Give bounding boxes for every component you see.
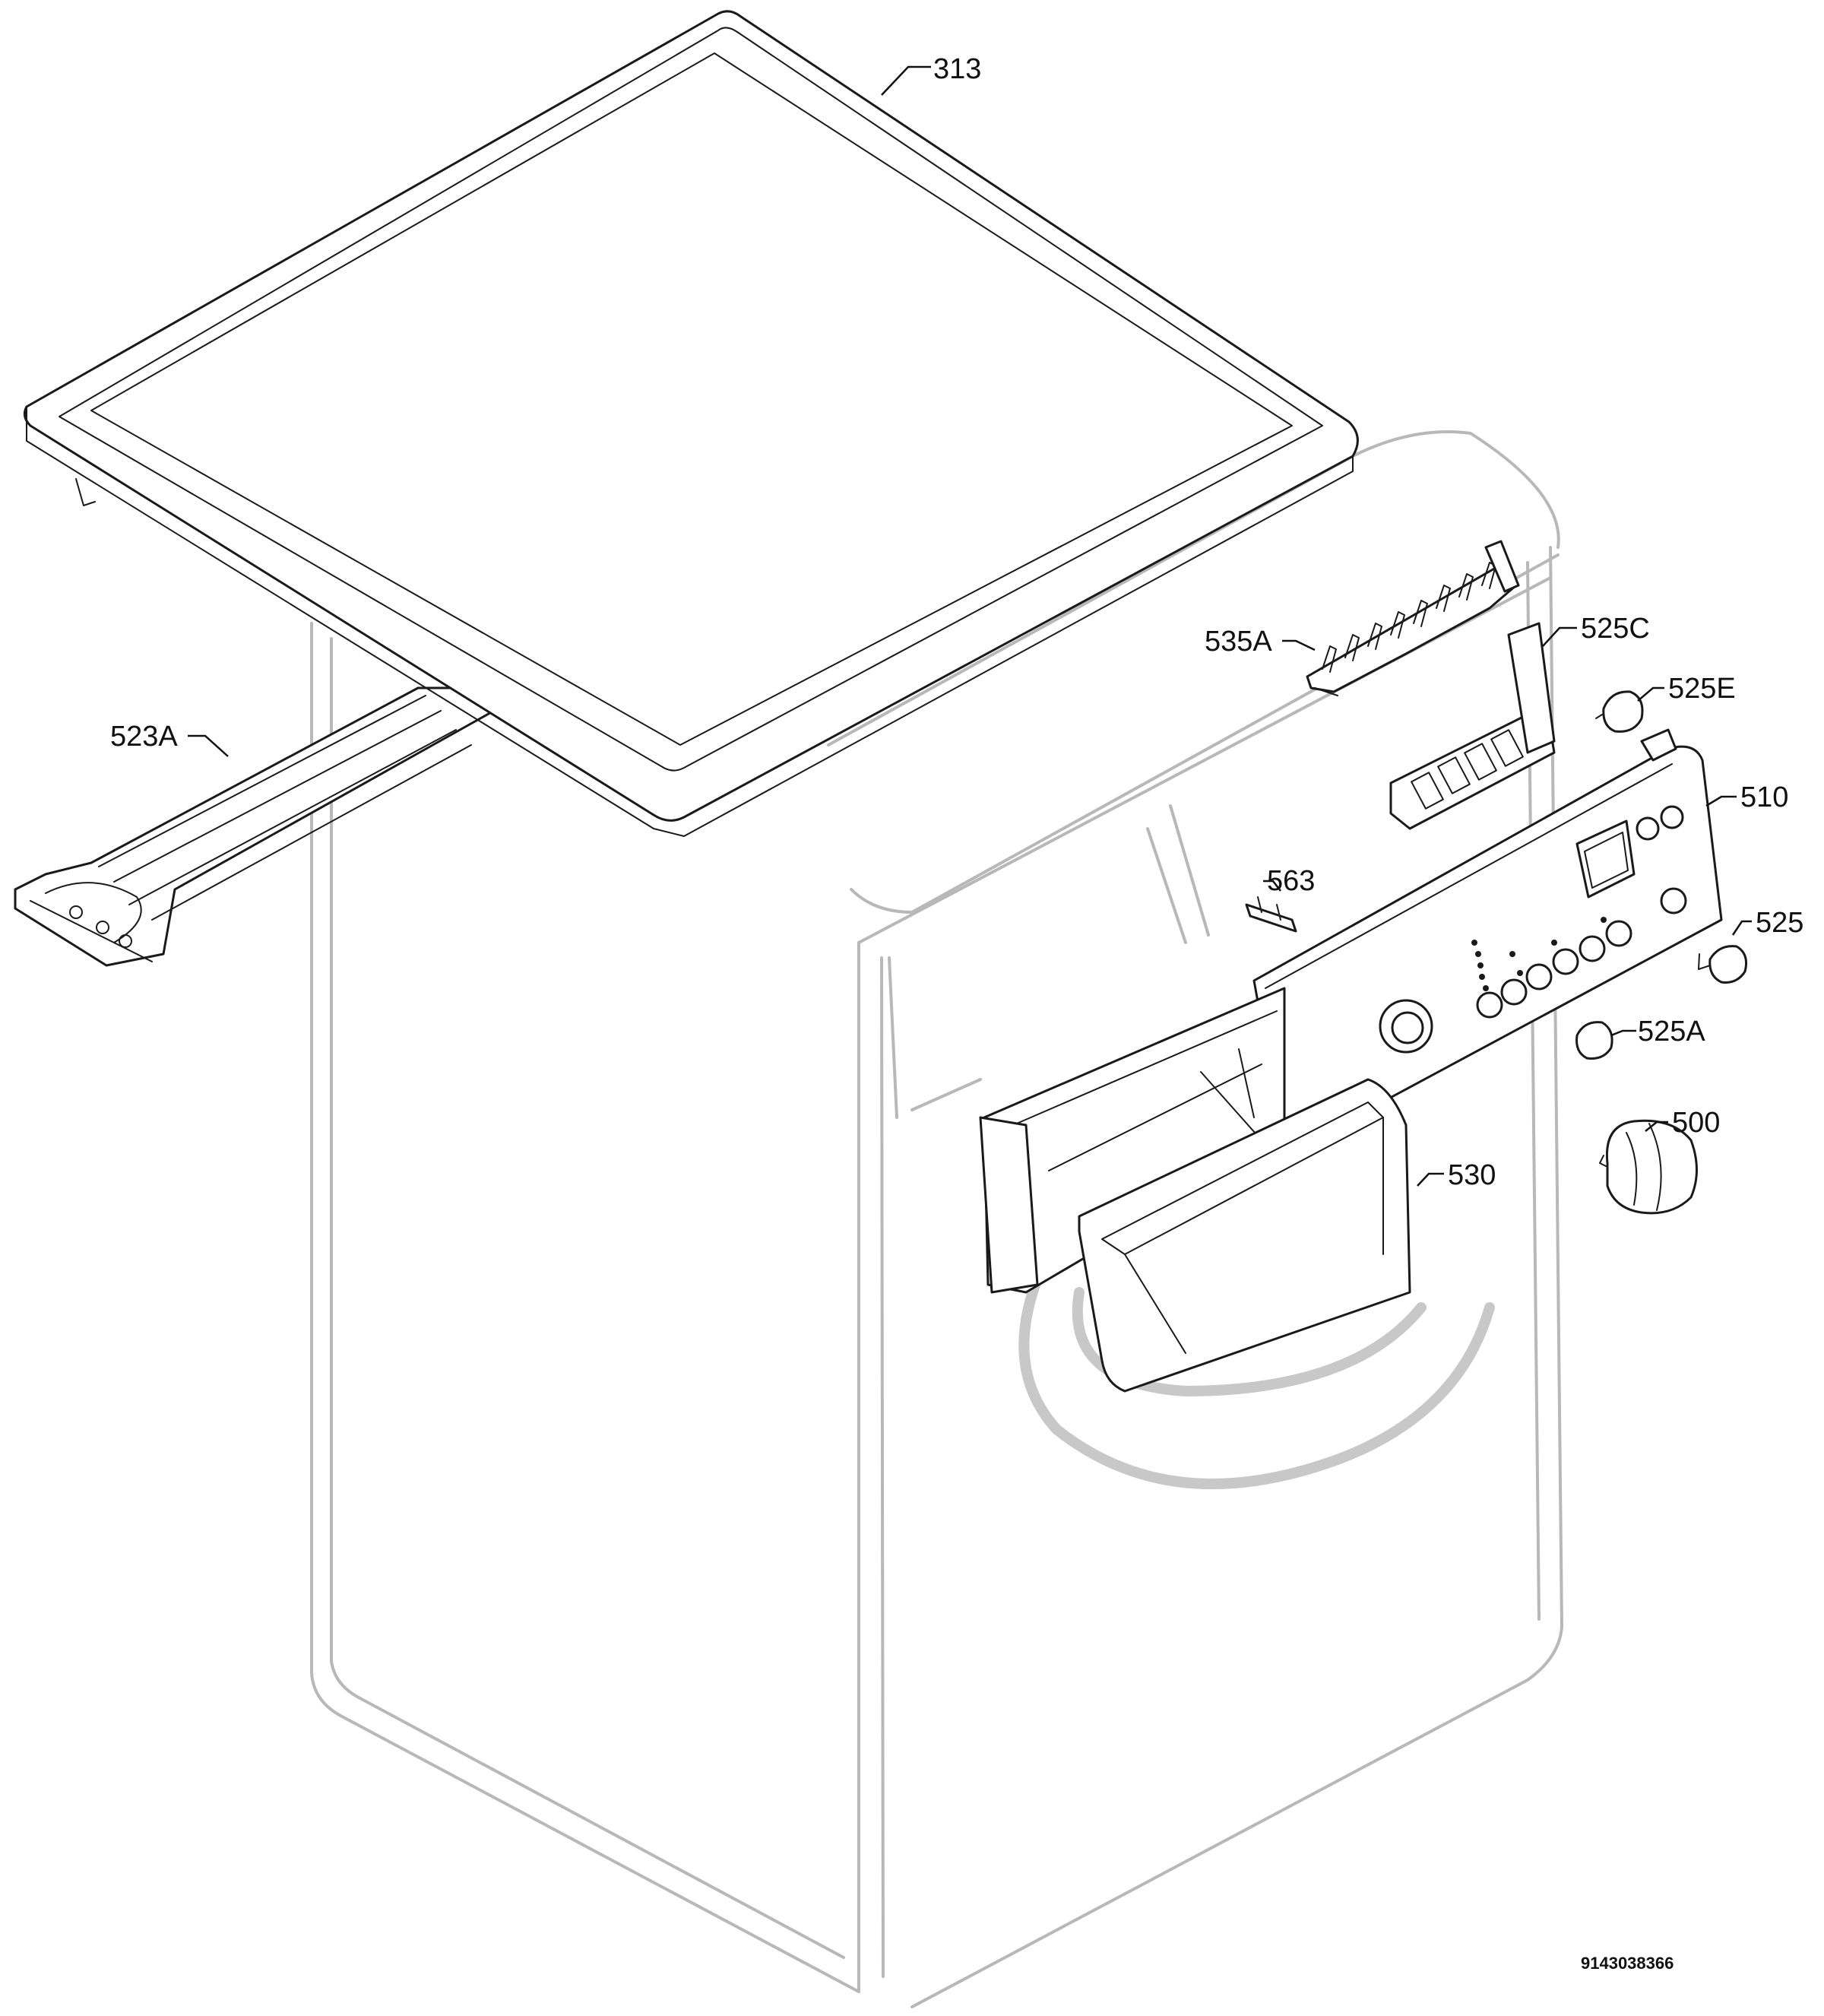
top-rail-part-523a <box>14 686 496 967</box>
callout-525e: 525E <box>1668 673 1736 705</box>
button-frame-part-525c <box>1389 622 1556 830</box>
callout-510: 510 <box>1740 781 1789 813</box>
callout-523a: 523A <box>110 721 178 753</box>
button-part-525a <box>1575 1021 1613 1060</box>
worktop-part-313 <box>23 10 1359 837</box>
cabinet-outline <box>310 430 1563 2008</box>
callout-530: 530 <box>1448 1159 1496 1191</box>
light-pipe-part-563 <box>1245 896 1297 933</box>
button-part-525e <box>1595 690 1644 733</box>
callout-525: 525 <box>1756 907 1804 939</box>
knob-part-500 <box>1599 1119 1698 1215</box>
connector-part-535a <box>1306 540 1520 696</box>
button-part-525 <box>1698 945 1748 984</box>
callout-313: 313 <box>933 53 982 85</box>
callout-525c: 525C <box>1581 613 1650 645</box>
callout-525a: 525A <box>1638 1016 1705 1048</box>
document-id: 9143038366 <box>1581 1954 1674 1973</box>
control-panel-part-510 <box>1252 728 1723 1149</box>
callout-535a: 535A <box>1205 626 1272 658</box>
callout-500: 500 <box>1672 1107 1721 1139</box>
dispenser-drawer-part-530 <box>979 987 1411 1393</box>
callout-563: 563 <box>1267 865 1316 897</box>
leader-lines <box>188 65 1752 1187</box>
